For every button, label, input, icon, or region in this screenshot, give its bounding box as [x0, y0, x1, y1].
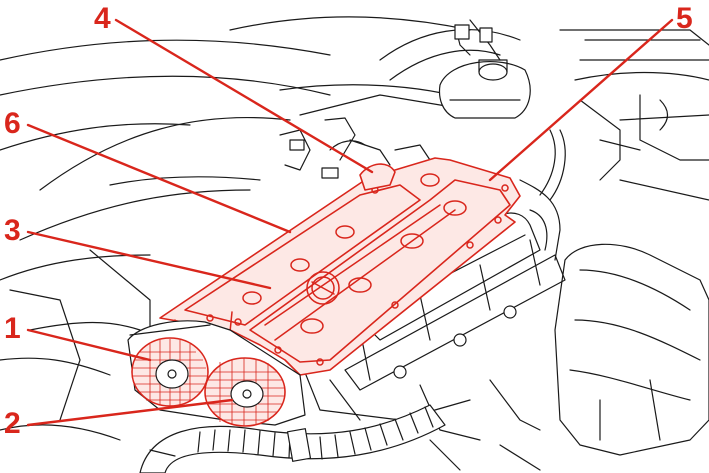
callout-label: 2 — [4, 407, 21, 440]
callout-5: 5 — [488, 2, 693, 182]
leader-line — [26, 398, 234, 427]
callout-4: 4 — [94, 2, 374, 174]
callout-label: 1 — [4, 312, 21, 345]
corrugated-hose — [139, 404, 446, 473]
leader-line — [26, 328, 152, 362]
leader-line — [26, 123, 292, 234]
callout-label: 5 — [676, 2, 693, 35]
callout-6: 6 — [4, 107, 292, 234]
leader-line — [26, 230, 272, 290]
camshaft-pulley-exhaust — [204, 357, 286, 427]
callout-1: 1 — [4, 312, 152, 362]
callout-3: 3 — [4, 214, 272, 290]
leader-line — [114, 18, 374, 174]
callout-label: 6 — [4, 107, 21, 140]
timing-pulleys — [127, 320, 306, 427]
callout-label: 4 — [94, 2, 111, 35]
callout-label: 3 — [4, 214, 21, 247]
leader-line — [488, 18, 674, 182]
callout-2: 2 — [4, 398, 234, 440]
camshaft-pulley-intake — [131, 337, 209, 407]
cylinder-head-cover — [159, 157, 521, 376]
